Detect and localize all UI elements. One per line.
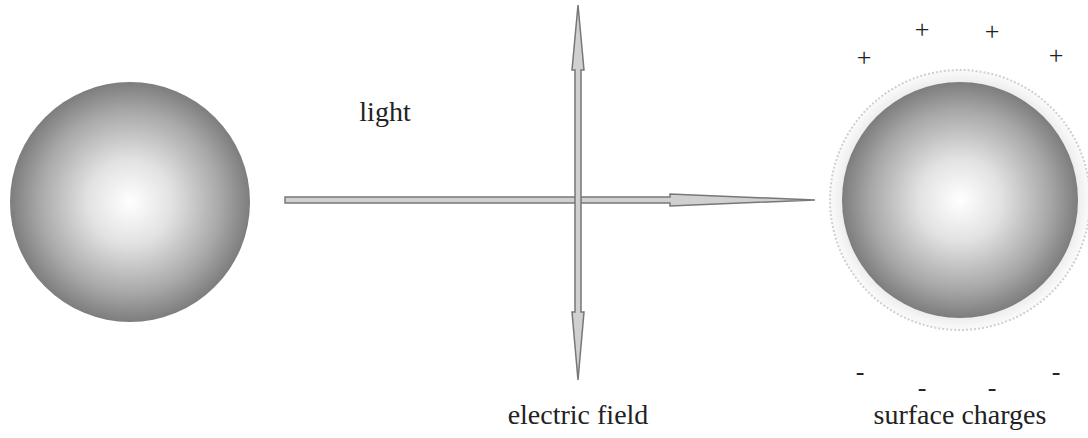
field-label: electric field <box>508 401 649 429</box>
field-arrow <box>572 5 584 380</box>
minus-sign: - <box>1052 359 1061 385</box>
minus-sign: - <box>856 359 865 385</box>
sphere <box>842 82 1078 318</box>
minus-sign: - <box>918 375 927 401</box>
plus-sign: + <box>915 17 930 43</box>
sphere <box>10 82 250 322</box>
plus-sign: + <box>857 45 872 71</box>
plus-sign: + <box>985 19 1000 45</box>
light-label: light <box>359 98 410 126</box>
plus-sign: + <box>1049 43 1064 69</box>
surface-charges-label: surface charges <box>874 401 1047 429</box>
minus-sign: - <box>988 375 997 401</box>
light-arrow <box>285 194 815 206</box>
charge-halo <box>830 70 1088 330</box>
